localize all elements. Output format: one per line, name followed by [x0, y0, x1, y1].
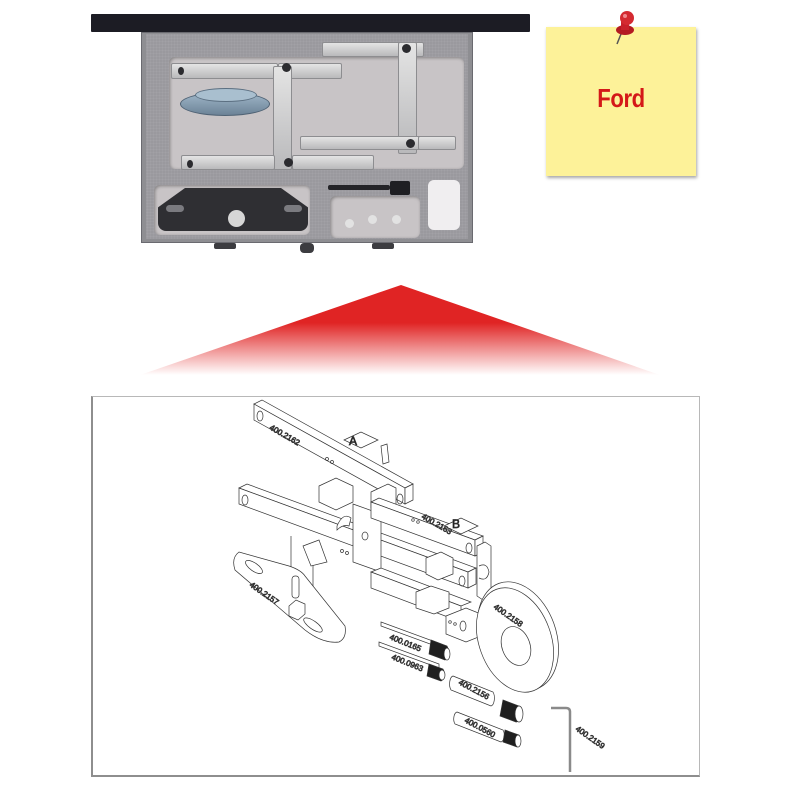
exploded-parts-diagram: 400.2162 A B 400.2163 — [233, 399, 607, 772]
tool-upright-left — [273, 66, 292, 170]
pin-socket — [368, 215, 377, 224]
plate-slot — [284, 205, 302, 212]
case-latch-left — [214, 243, 236, 249]
pin-socket — [345, 219, 354, 228]
tool-upright-right — [398, 42, 417, 154]
tool-bar-stub — [418, 136, 456, 150]
part-400-0963 — [378, 641, 446, 682]
block-a — [343, 431, 390, 465]
bolt-hole — [402, 44, 411, 53]
letter-b: B — [452, 517, 460, 531]
part-400-2162 — [253, 399, 414, 505]
brand-label: Ford — [597, 83, 645, 113]
bolt-hole — [282, 63, 291, 72]
red-arrow-pointer — [140, 285, 660, 375]
case-latch-right — [372, 243, 394, 249]
part-400-2158 — [476, 581, 559, 693]
slot-hole — [178, 67, 184, 75]
part-400-0560 — [453, 711, 522, 748]
brand-sticky-note: Ford — [546, 27, 696, 176]
case-lid — [91, 14, 530, 32]
plate-slot — [166, 205, 184, 212]
part-400-2157 — [233, 539, 346, 643]
bolt-hole — [406, 139, 415, 148]
tool-bar-bottom-right — [292, 155, 374, 170]
label-400-2159: 400.2159 — [574, 724, 607, 751]
letter-a: A — [349, 434, 357, 448]
part-400-0165 — [380, 621, 451, 661]
part-400-2159 — [551, 706, 572, 772]
tool-bar-bottom-left — [181, 155, 275, 170]
locking-pin-shaft — [328, 185, 390, 190]
push-pin-icon — [616, 11, 634, 45]
locking-pin-head — [390, 181, 410, 195]
slot-hole — [187, 160, 193, 168]
plate-bolt — [228, 210, 245, 227]
pin-socket — [392, 215, 401, 224]
foam-block — [428, 180, 460, 230]
tool-bar-bottom-mid — [300, 136, 422, 150]
tool-bar-top-left — [171, 63, 278, 79]
case-handle — [300, 243, 314, 253]
flange-hub — [195, 88, 257, 102]
bolt-hole — [284, 158, 293, 167]
part-400-2156 — [449, 675, 524, 723]
